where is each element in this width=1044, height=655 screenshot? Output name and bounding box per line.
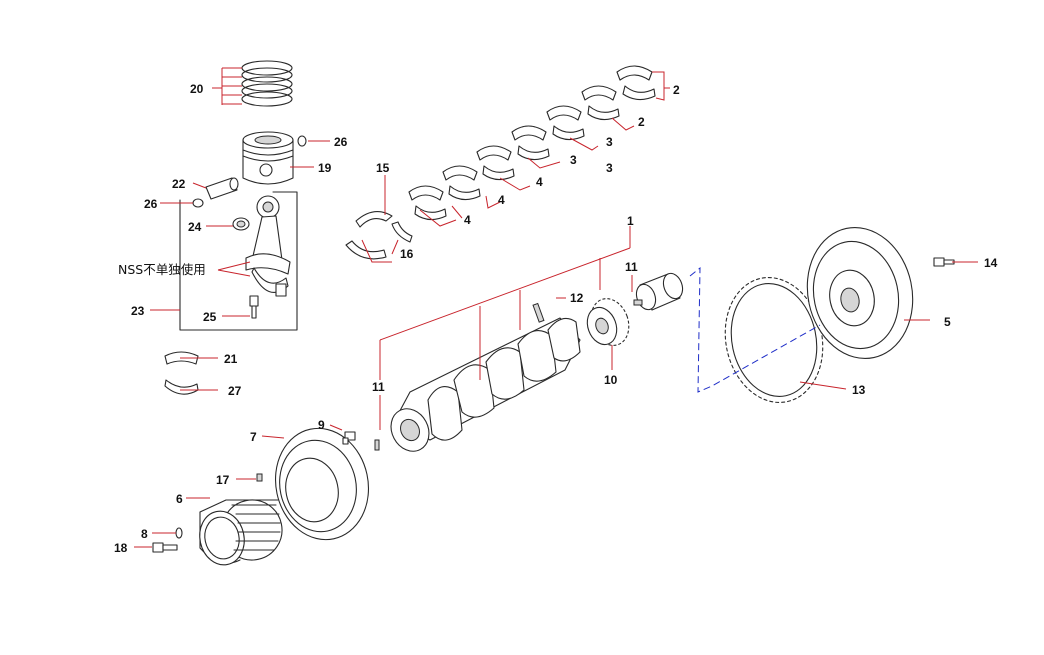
callout-25: 25 [203, 310, 217, 324]
nss-note: NSS不单独使用 [118, 262, 206, 277]
callout-24: 24 [188, 220, 202, 234]
vibration-damper [274, 427, 370, 541]
main-bearing-shells [408, 65, 656, 221]
callout-27: 27 [228, 384, 242, 398]
callout-3: 3 [570, 153, 577, 167]
damper-bolt [342, 431, 356, 445]
callout-23: 23 [131, 304, 145, 318]
callout-26: 26 [144, 197, 158, 211]
callout-1: 1 [627, 214, 634, 228]
callout-3: 3 [606, 135, 613, 149]
flywheel [806, 226, 914, 360]
callout-20: 20 [190, 82, 204, 96]
callout-3: 3 [606, 161, 613, 175]
callout-18: 18 [114, 541, 128, 555]
piston-rings [241, 60, 293, 107]
conrod-bearing-lower [164, 379, 199, 395]
callout-11: 11 [625, 260, 638, 274]
callout-15: 15 [376, 161, 390, 175]
dowel-pin-front [374, 439, 380, 451]
callout-5: 5 [944, 315, 951, 329]
pulley-bolt [152, 542, 178, 553]
snap-ring-left [192, 198, 204, 208]
flywheel-bolt [933, 257, 955, 267]
callout-17: 17 [216, 473, 230, 487]
washer [175, 527, 183, 539]
conrod-bracket [179, 191, 298, 331]
callout-4: 4 [536, 175, 543, 189]
callout-12: 12 [570, 291, 584, 305]
callout-2: 2 [638, 115, 645, 129]
thrust-washers [345, 210, 413, 260]
callout-9: 9 [318, 418, 325, 432]
crank-gear [586, 298, 630, 346]
key-pin [256, 473, 263, 482]
callout-14: 14 [984, 256, 998, 270]
callout-6: 6 [176, 492, 183, 506]
callout-7: 7 [250, 430, 257, 444]
rear-sleeve [635, 272, 684, 311]
snap-ring-right [297, 135, 307, 147]
callout-labels: 1 2 2 3 3 3 4 4 4 4 5 6 7 8 9 10 11 11 1… [114, 82, 998, 555]
callout-26: 26 [334, 135, 348, 149]
callout-4: 4 [498, 193, 505, 207]
dowel-pin-rear [633, 299, 643, 306]
callout-22: 22 [172, 177, 186, 191]
leader-lines [134, 67, 978, 548]
callout-13: 13 [852, 383, 866, 397]
callout-4: 4 [464, 213, 471, 227]
piston [242, 131, 294, 185]
callout-21: 21 [224, 352, 238, 366]
piston-pin [205, 177, 239, 200]
conrod-bolt [249, 295, 259, 319]
crankshaft [390, 302, 581, 452]
callout-16: 16 [400, 247, 414, 261]
callout-10: 10 [604, 373, 618, 387]
callout-2: 2 [673, 83, 680, 97]
assembly-axis [689, 266, 821, 393]
connecting-rod [245, 195, 291, 297]
callout-8: 8 [141, 527, 148, 541]
callout-19: 19 [318, 161, 332, 175]
small-end-bushing [232, 217, 250, 231]
belt-pulley [199, 499, 283, 566]
callout-11: 11 [372, 380, 385, 394]
